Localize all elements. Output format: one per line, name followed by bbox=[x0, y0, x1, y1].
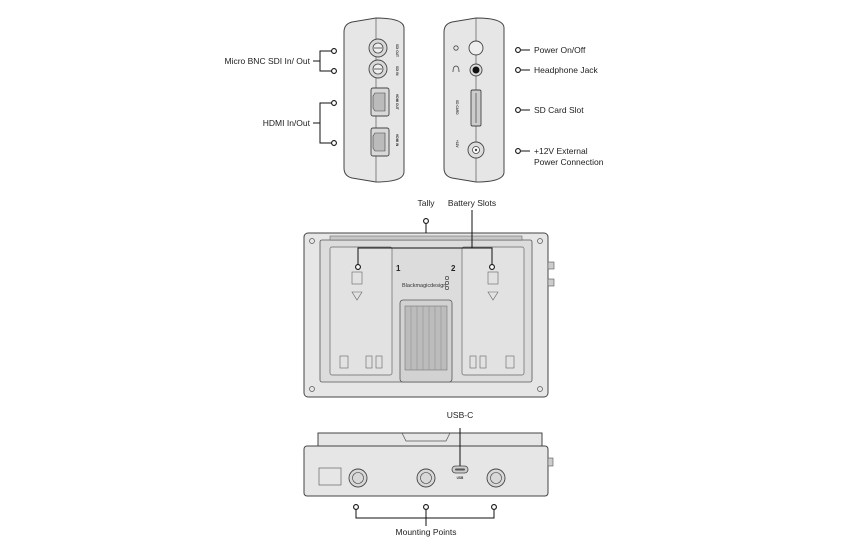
port-label-usb: USB bbox=[457, 476, 464, 480]
bnc-connector-in bbox=[368, 59, 388, 79]
hdmi-port-in bbox=[370, 127, 390, 157]
bottom-label-plate bbox=[318, 467, 342, 486]
port-label-sdi-in: SDI IN bbox=[395, 66, 399, 76]
label-hdmi: HDMI In/Out bbox=[263, 118, 311, 128]
callout-12v: +12V External Power Connection bbox=[515, 146, 604, 167]
label-12v-line1: +12V External bbox=[534, 146, 588, 156]
battery-slot-1 bbox=[329, 246, 393, 376]
headphone-jack bbox=[469, 63, 483, 77]
callout-headphone: Headphone Jack bbox=[515, 65, 599, 75]
headphone-icon bbox=[452, 65, 460, 73]
label-power: Power On/Off bbox=[534, 45, 586, 55]
left-side-panel: SDI OUT SDI IN HDMI OUT HDMI IN bbox=[343, 17, 405, 183]
brand-logo-mark bbox=[444, 275, 449, 290]
power-button bbox=[468, 40, 484, 56]
rear-view: 1 2 Blackmagicdesign bbox=[303, 232, 555, 398]
port-label-sd-card: SD CARD bbox=[455, 100, 459, 115]
mounting-point-2 bbox=[416, 468, 436, 488]
sd-card-slot bbox=[470, 89, 482, 127]
callout-mounting-points: Mounting Points bbox=[353, 504, 497, 537]
power-connector-12v bbox=[467, 141, 485, 159]
callout-battery-slots: Battery Slots bbox=[355, 198, 496, 270]
port-label-hdmi-in: HDMI IN bbox=[395, 134, 399, 147]
callout-sd-card: SD Card Slot bbox=[515, 105, 584, 115]
label-sd-card: SD Card Slot bbox=[534, 105, 584, 115]
port-label-sdi-out: SDI OUT bbox=[395, 44, 399, 57]
callout-hdmi: HDMI In/Out bbox=[263, 100, 337, 146]
callout-usb-c: USB-C bbox=[447, 410, 473, 466]
label-usb-c: USB-C bbox=[447, 410, 473, 420]
bnc-connector-out bbox=[368, 38, 388, 58]
callout-tally: Tally bbox=[417, 198, 435, 233]
label-tally: Tally bbox=[417, 198, 435, 208]
port-label-hdmi-out: HDMI OUT bbox=[395, 94, 399, 110]
port-label-12v: +12V bbox=[455, 140, 459, 148]
power-icon bbox=[453, 45, 459, 51]
callout-power: Power On/Off bbox=[515, 45, 586, 55]
label-micro-bnc: Micro BNC SDI In/ Out bbox=[225, 56, 311, 66]
brand-logo-text: Blackmagicdesign bbox=[402, 283, 446, 289]
battery-slot-2-number: 2 bbox=[451, 264, 456, 273]
label-headphone: Headphone Jack bbox=[534, 65, 599, 75]
battery-slot-1-number: 1 bbox=[396, 264, 401, 273]
mounting-point-3 bbox=[486, 468, 506, 488]
right-side-panel: SD CARD +12V bbox=[443, 17, 505, 183]
tally-strip bbox=[329, 235, 523, 241]
battery-slot-2 bbox=[461, 246, 525, 376]
callout-micro-bnc: Micro BNC SDI In/ Out bbox=[225, 48, 337, 74]
center-vent bbox=[399, 299, 453, 383]
label-mounting-points: Mounting Points bbox=[396, 527, 457, 537]
mounting-point-1 bbox=[348, 468, 368, 488]
hdmi-port-out bbox=[370, 87, 390, 117]
usb-c-port bbox=[451, 465, 469, 474]
bottom-view: USB bbox=[303, 432, 554, 497]
label-battery-slots: Battery Slots bbox=[448, 198, 496, 208]
label-12v-line2: Power Connection bbox=[534, 157, 604, 167]
